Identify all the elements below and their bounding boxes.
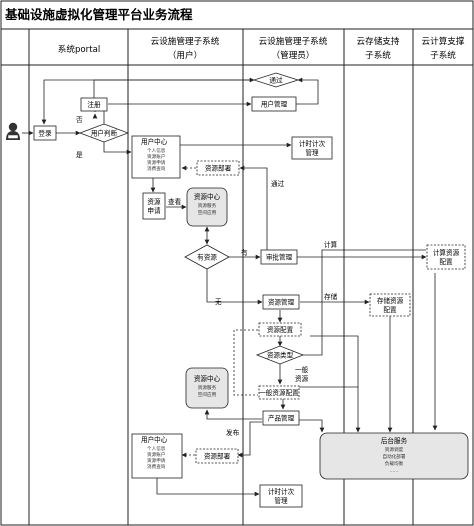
resource-manage-box [262,294,300,310]
resource-center-2-item: 空间应用 [198,391,217,398]
compute-config-line2: 配置 [439,258,453,266]
user-manage-label: 用户管理 [261,100,288,109]
resource-config-label: 资源配置 [267,325,294,334]
resource-center-1-title: 资源中心 [194,192,221,201]
backend-item: 负载均衡 [385,460,404,467]
storage-config-box [369,293,411,317]
edge-label-general-1: 一般 [295,365,309,374]
resource-center-box-2: 资源中心 资源服务 空间应用 [185,367,229,409]
approve-top-diamond [252,72,300,88]
billing-box-2 [259,484,303,508]
column-header-compute-line2: 子系统 [430,49,456,61]
storage-config-line2: 配置 [383,306,397,314]
resource-request-box [142,192,166,220]
resource-deploy-box-1 [196,160,240,176]
user-center-2-item: 消费查询 [147,463,166,470]
user-center-1-title: 用户中心 [141,137,168,146]
user-center-1-item: 资源申请 [147,159,166,166]
has-resource-diamond [184,244,230,270]
compute-config-line1: 计算资源 [433,248,460,257]
billing-1-line2: 管理 [305,148,319,157]
column-header-user-mgmt-line1: 云设施管理子系统 [151,35,220,47]
column-header-admin-mgmt-line1: 云设施管理子系统 [259,35,328,47]
swimlane-dividers [28,29,414,525]
resource-type-diamond [255,345,305,365]
column-header-admin-mgmt-line2: （管理员） [272,49,315,61]
diagram-title: 基础设施虚拟化管理平台业务流程 [4,7,193,22]
edge-label-has: 有 [241,248,248,257]
column-headers: 系统portal 云设施管理子系统 （用户） 云设施管理子系统 （管理员） 云存… [58,35,465,61]
user-center-1-item: 资源账户 [147,153,165,160]
edge-label-none: 无 [215,298,222,306]
user-center-box-2: 用户中心 个人信息 资源账户 资源申请 消费查询 [131,433,183,479]
column-header-compute-line1: 云计算支撑 [422,35,465,47]
connectors [22,77,438,497]
approve-top-label: 通过 [269,76,283,85]
login-box [33,125,57,141]
user-check-diamond [78,123,130,143]
billing-1-line1: 计时计次 [299,139,326,148]
edge-labels: 否 是 查看 通过 有 无 计算 存储 一般 资源 发布 [76,116,338,437]
user-manage-box [251,96,297,112]
user-center-2-item: 资源申请 [147,457,166,464]
user-center-2-item: 个人信息 [147,445,166,452]
approve-manage-box [260,249,298,265]
billing-box-1 [291,136,333,160]
billing-2-line2: 管理 [274,496,288,505]
user-center-2-title: 用户中心 [141,435,168,444]
general-config-box [258,385,300,400]
general-config-label: 一般资源配置 [259,388,299,397]
edge-label-yes: 是 [76,151,83,159]
column-header-storage-line2: 子系统 [365,49,391,61]
column-header-user-mgmt-line2: （用户） [168,49,202,61]
user-center-1-item: 消费查询 [147,165,166,172]
edge-label-no: 否 [76,116,83,124]
resource-center-box-1: 资源中心 资源服务 空间应用 [186,187,228,227]
resource-manage-label: 资源管理 [268,298,295,307]
resource-center-2-title: 资源中心 [194,374,221,383]
user-check-label: 用户判断 [91,129,118,138]
user-center-2-item: 资源账户 [147,451,165,458]
resource-request-line1: 资源 [147,197,161,206]
resource-type-label: 资源类型 [267,351,294,360]
user-center-box-1: 用户中心 个人信息 资源账户 资源申请 消费查询 [131,135,181,179]
column-header-storage-line1: 云存储支持 [357,35,400,47]
compute-config-box [426,244,466,270]
resource-deploy-box-2 [195,448,239,464]
backend-title: 后台服务 [381,436,408,445]
billing-2-line1: 计时计次 [268,487,295,496]
resource-config-box [258,322,302,337]
register-label: 注册 [87,100,101,109]
edge-label-general-2: 资源 [295,374,309,383]
resource-deploy-2-label: 资源部署 [204,452,231,461]
has-resource-label: 有资源 [197,253,217,262]
resource-center-2-item: 资源服务 [198,384,217,391]
edge-label-compute: 计算 [324,240,338,249]
resource-deploy-1-label: 资源部署 [205,164,232,173]
register-box [80,97,108,112]
login-label: 登录 [38,129,52,138]
product-manage-label: 产品管理 [268,414,295,423]
edge-label-storage: 存储 [324,292,338,301]
resource-center-1-item: 资源服务 [198,202,217,209]
user-icon [6,122,20,140]
backend-item: 资源调度 [385,446,404,453]
resource-request-line2: 申请 [147,206,161,215]
approve-manage-label: 审批管理 [266,253,293,262]
backend-service-box: 后台服务 资源调度 自动化部署 负载均衡 …… [319,432,469,480]
column-header-portal: 系统portal [58,43,100,55]
backend-item: …… [389,469,399,474]
resource-center-1-item: 空间应用 [198,209,217,216]
user-center-1-item: 个人信息 [147,147,166,154]
edge-label-publish: 发布 [226,428,240,437]
storage-config-line1: 存储资源 [377,296,404,305]
backend-item: 自动化部署 [383,453,406,460]
product-manage-box [262,410,300,426]
edge-label-approved: 通过 [271,179,285,188]
edge-label-view: 查看 [168,197,182,206]
